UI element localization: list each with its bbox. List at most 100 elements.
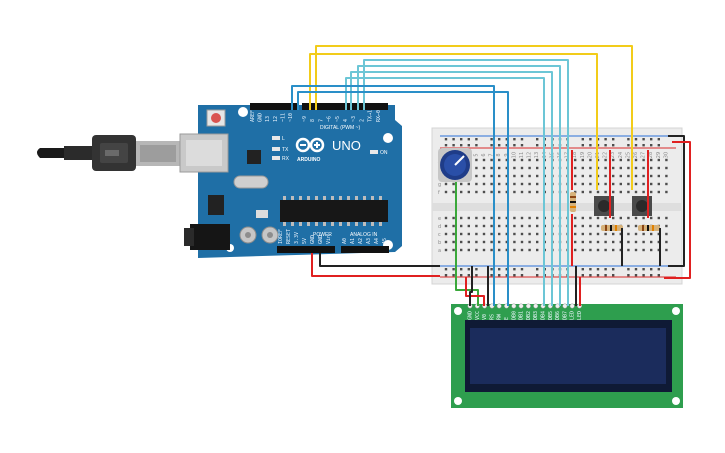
breadboard-hole [581, 224, 584, 228]
breadboard-hole [581, 232, 584, 236]
breadboard-hole [589, 248, 592, 252]
breadboard-hole [475, 190, 478, 194]
lcd-pin-label: DB4 [541, 311, 547, 320]
breadboard-hole [528, 216, 531, 220]
digital-pin-label: TX→1 [368, 110, 374, 122]
breadboard-hole [513, 182, 516, 186]
lcd-pin [518, 303, 524, 309]
breadboard-hole [452, 190, 455, 194]
breadboard-hole [589, 232, 592, 236]
rail-hole [467, 268, 470, 271]
breadboard-hole [581, 158, 584, 162]
breadboard-hole [452, 216, 455, 220]
breadboard-hole [536, 224, 539, 228]
rail-hole [627, 274, 630, 277]
rail-hole [650, 268, 653, 271]
arduino-logo [295, 137, 325, 153]
breadboard-hole [657, 174, 660, 178]
breadboard-hole [665, 190, 668, 194]
rail-hole [642, 274, 645, 277]
breadboard-hole [467, 190, 470, 194]
breadboard-hole [604, 182, 607, 186]
breadboard-hole [665, 158, 668, 162]
breadboard-hole [513, 174, 516, 178]
breadboard-hole [452, 182, 455, 186]
breadboard-hole [604, 166, 607, 170]
breadboard-hole [619, 190, 622, 194]
breadboard-hole [657, 240, 660, 244]
model-label: UNO [332, 138, 361, 153]
breadboard-hole [604, 232, 607, 236]
rail-hole [513, 144, 516, 147]
breadboard-hole [596, 224, 600, 228]
breadboard-hole [657, 190, 660, 194]
rail-hole [581, 144, 584, 147]
breadboard-hole [574, 190, 577, 194]
rail-hole [498, 268, 501, 271]
digital-label: DIGITAL (PWM ~) [320, 125, 360, 131]
rail-hole [589, 268, 592, 271]
breadboard-hole [513, 166, 516, 170]
breadboard-hole [452, 224, 455, 228]
rail-hole [604, 268, 607, 271]
brand-label: ARDUINO [297, 157, 320, 163]
column-number: 7 [489, 153, 495, 156]
column-number: 6 [481, 153, 487, 156]
reset-button[interactable] [206, 109, 226, 127]
breadboard-hole [596, 248, 600, 252]
breadboard-hole [612, 166, 615, 170]
digital-pin-label: ~10 [288, 113, 294, 122]
rail-hole [460, 274, 463, 277]
breadboard-hole [589, 216, 592, 220]
breadboard-hole [634, 232, 638, 236]
arduino-uno-board[interactable]: UNO ARDUINO DIGITAL (PWM ~) POWER ANALOG… [179, 103, 402, 258]
rail-hole [475, 268, 478, 271]
breadboard-hole [650, 166, 653, 170]
breadboard-hole [528, 248, 531, 252]
status-leds: L TX RX ON [272, 136, 388, 162]
breadboard-hole [520, 174, 524, 178]
rail-hole [444, 274, 448, 277]
row-letter: c [438, 232, 441, 238]
breadboard-hole [642, 190, 645, 194]
breadboard-hole [574, 224, 577, 228]
breadboard-hole [475, 232, 478, 236]
breadboard-hole [596, 216, 600, 220]
lcd-pin [525, 303, 531, 309]
breadboard-hole [498, 224, 501, 228]
rail-hole [596, 274, 600, 277]
digital-pin-label: ~5 [335, 116, 341, 122]
digital-pin-label: GND [258, 113, 264, 122]
potentiometer[interactable] [438, 148, 472, 182]
power-pin-label: RESET [286, 229, 292, 244]
rail-hole [498, 144, 501, 147]
breadboard-hole [505, 216, 508, 220]
column-number: 24 [618, 152, 624, 158]
breadboard-hole [490, 216, 493, 220]
breadboard-hole [612, 182, 615, 186]
breadboard-hole [581, 174, 584, 178]
breadboard-hole [581, 182, 584, 186]
power-pin-label: IOREF [278, 229, 284, 244]
rail-hole [581, 274, 584, 277]
rail-hole [460, 138, 463, 141]
rail-hole [589, 144, 592, 147]
lcd-pin [533, 303, 539, 309]
lcd-pin-label: E [504, 317, 510, 320]
breadboard-hole [444, 224, 448, 228]
breadboard-hole [452, 232, 455, 236]
breadboard-hole [460, 248, 463, 252]
rail-hole [452, 274, 455, 277]
breadboard-hole [589, 182, 592, 186]
breadboard-hole [589, 158, 592, 162]
row-letter: a [438, 248, 441, 254]
breadboard-hole [604, 174, 607, 178]
rail-hole [444, 144, 448, 147]
breadboard-hole [490, 182, 493, 186]
rail-hole [627, 138, 630, 141]
rail-hole [467, 144, 470, 147]
breadboard-hole [627, 240, 630, 244]
breadboard-hole [665, 216, 668, 220]
rail-hole [444, 268, 448, 271]
breadboard-hole [490, 232, 493, 236]
